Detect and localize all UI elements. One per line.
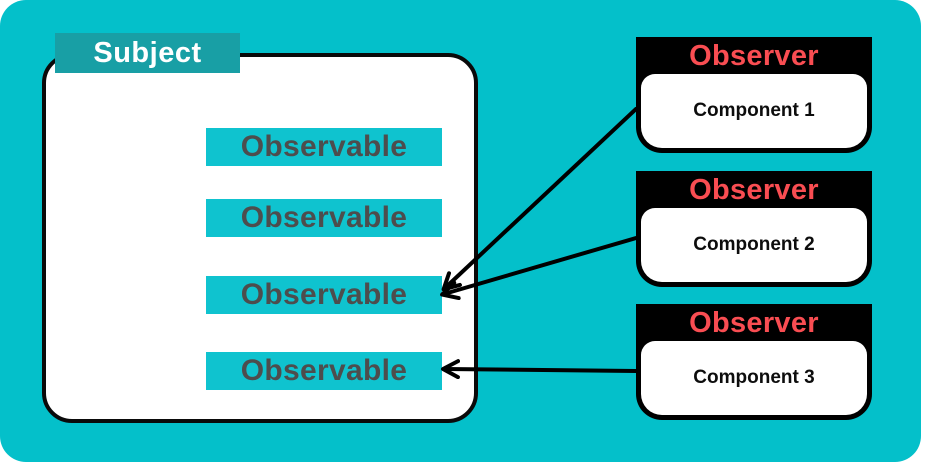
- observable-bar-3: Observable: [206, 276, 442, 314]
- observer-card-3: Observer Component 3: [636, 304, 872, 420]
- observer-card-1-title: Observer: [689, 40, 819, 72]
- observer-card-2-component: Component 2: [641, 208, 867, 282]
- observable-bar-1: Observable: [206, 128, 442, 166]
- observer-card-1: Observer Component 1: [636, 37, 872, 153]
- observable-bar-4: Observable: [206, 352, 442, 390]
- subject-label: Subject: [55, 33, 240, 73]
- observer-card-2: Observer Component 2: [636, 171, 872, 287]
- observable-bar-2: Observable: [206, 199, 442, 237]
- observer-card-2-title: Observer: [689, 174, 819, 206]
- observer-card-3-component: Component 3: [641, 341, 867, 415]
- observer-card-3-title: Observer: [689, 307, 819, 339]
- observer-card-1-component: Component 1: [641, 74, 867, 148]
